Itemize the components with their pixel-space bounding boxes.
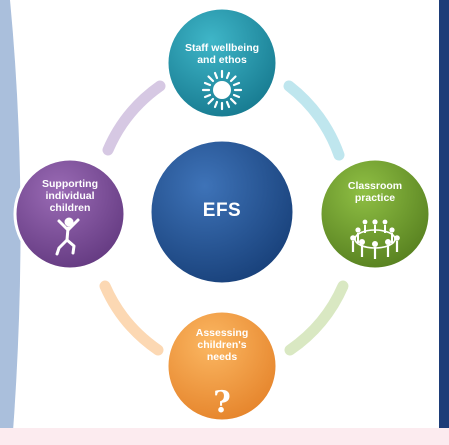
ring-segment-top-left <box>102 80 166 156</box>
sun-icon <box>201 69 243 111</box>
supporting-label-line: individual <box>45 190 95 203</box>
node-classroom-practice[interactable] <box>318 157 432 271</box>
circle-of-people-icon <box>350 219 400 259</box>
jumping-child-icon <box>55 217 80 256</box>
assessing-label-line: Assessing <box>195 327 249 339</box>
assessing-label-line: needs <box>206 351 238 364</box>
staff-label-line: Staff wellbeing <box>184 42 260 54</box>
node-staff-label: Staff wellbeing and ethos <box>167 42 277 66</box>
connector-ring <box>99 80 349 356</box>
node-supporting-children[interactable] <box>13 157 127 271</box>
node-assessing-label: Assessing children's needs <box>172 327 272 363</box>
classroom-label-line: practice <box>354 192 396 205</box>
node-supporting-label: Supporting individual children <box>20 178 120 214</box>
ring-segment-top-right <box>283 80 345 161</box>
right-background-band <box>439 0 449 445</box>
ring-segment-bottom-left <box>99 280 164 356</box>
center-label: EFS <box>202 200 242 221</box>
left-background-band <box>0 0 21 445</box>
assessing-label-line: children's <box>197 339 247 352</box>
classroom-label-line: Classroom <box>347 180 403 192</box>
node-classroom-label: Classroom practice <box>325 180 425 204</box>
question-mark-icon: ? <box>213 385 231 420</box>
supporting-label-line: children <box>49 202 91 215</box>
supporting-label-line: Supporting <box>42 178 98 190</box>
bottom-background-band <box>0 428 449 445</box>
staff-label-line: and ethos <box>197 54 247 67</box>
node-assessing-needs[interactable] <box>165 309 279 423</box>
node-staff-wellbeing[interactable] <box>165 6 279 120</box>
center-circle <box>148 138 296 286</box>
ring-segment-bottom-right <box>284 280 349 356</box>
